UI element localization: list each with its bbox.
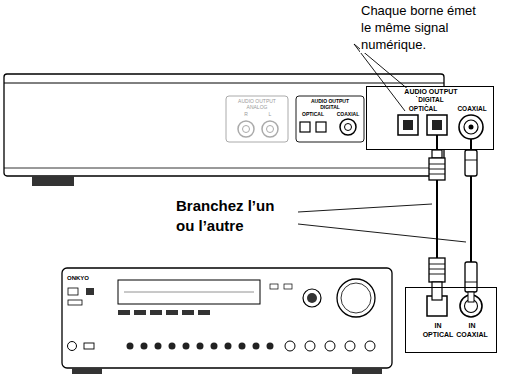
coaxial-plug-tip — [468, 292, 474, 302]
rca-jack-core — [267, 126, 274, 133]
panel-button — [225, 343, 232, 350]
plug-ridge — [429, 274, 445, 275]
zoom-ground — [366, 86, 494, 150]
callout-note: Chaque borne émet le même signal numériq… — [360, 2, 486, 53]
panel-button — [155, 343, 162, 350]
digital-panel — [296, 96, 364, 142]
panel-button — [284, 284, 292, 289]
small-knob — [303, 289, 321, 307]
front-jack — [68, 342, 77, 351]
panel-knob — [305, 341, 315, 351]
optical-jack-port — [432, 120, 442, 130]
instruction-label: Branchez l’un ou l’autre — [175, 196, 295, 236]
leader-line — [298, 224, 466, 242]
plug-ridge — [429, 164, 445, 165]
panel-button — [127, 343, 134, 350]
plug-ridge — [429, 269, 445, 270]
coaxial-jack-core — [469, 125, 474, 130]
coaxial-jack — [459, 115, 483, 139]
terminal-label: IN OPTICAL — [420, 322, 456, 339]
receiver-foot — [352, 368, 382, 374]
panel-label: DIGITAL — [319, 104, 341, 110]
optical-jack — [427, 115, 447, 135]
panel-knob — [325, 341, 335, 351]
panel-button — [134, 310, 146, 315]
player-foot — [32, 176, 74, 186]
input-zoom-box: IN OPTICALIN COAXIAL — [405, 287, 497, 353]
optical-jack-port — [403, 120, 413, 130]
optical-jack — [316, 122, 326, 132]
coaxial-jack-ring — [464, 120, 478, 134]
rca-jack-core — [243, 126, 250, 133]
receiver-body — [62, 268, 392, 368]
plug-ridge — [429, 169, 445, 170]
receiver-foot — [72, 368, 102, 374]
panel-button — [182, 310, 194, 315]
panel-button — [267, 343, 274, 350]
front-jack — [84, 343, 94, 349]
optical-plug-tip — [432, 282, 442, 300]
channel-label: R — [243, 111, 249, 117]
panel-button — [68, 288, 78, 295]
plug-ridge — [429, 174, 445, 175]
terminal-label: IN COAXIAL — [454, 322, 490, 339]
coaxial-jack-core — [345, 124, 352, 131]
panel-button — [239, 343, 246, 350]
cable-stub — [470, 139, 472, 150]
panel-button — [150, 310, 162, 315]
optical-jack — [300, 122, 310, 132]
leader-line — [354, 44, 405, 111]
terminal-zoom-box: AUDIO OUTPUTDIGITALOPTICALCOAXIAL — [366, 86, 494, 150]
player-bottom-edge — [4, 168, 444, 169]
optical-jack — [398, 115, 418, 135]
panel-button — [169, 343, 176, 350]
panel-button — [198, 310, 210, 315]
panel-knob — [285, 341, 295, 351]
player-top-edge — [4, 83, 444, 84]
panel-label: ANALOG — [246, 104, 269, 110]
terminal-label: OPTICAL — [301, 111, 325, 117]
plug-ridge — [429, 264, 445, 265]
panel-button — [197, 343, 204, 350]
volume-knob-ring — [341, 283, 371, 313]
volume-knob — [337, 279, 375, 317]
terminal-label: COAXIAL — [456, 105, 487, 113]
panel-button — [183, 343, 190, 350]
plug-ridge — [465, 282, 477, 283]
coaxial-plug — [465, 150, 477, 176]
display-line — [124, 292, 254, 293]
panel-button — [166, 310, 178, 315]
optical-plug-body — [429, 258, 445, 282]
panel-button — [253, 343, 260, 350]
coaxial-jack — [340, 119, 356, 135]
panel-button — [270, 284, 278, 289]
panel-knob — [345, 341, 355, 351]
brand-logo: ONKYO — [66, 275, 90, 282]
plug-ridge — [465, 160, 477, 161]
optical-plug-body — [429, 158, 445, 180]
terminal-label: COAXIAL — [336, 111, 361, 117]
panel-button — [86, 288, 94, 295]
cable-stub — [436, 135, 438, 150]
display-window — [118, 280, 260, 304]
panel-button — [141, 343, 148, 350]
panel-knob — [365, 341, 375, 351]
leader-line — [298, 204, 432, 212]
rca-jack — [238, 121, 254, 137]
panel-button — [211, 343, 218, 350]
channel-label: L — [268, 111, 273, 117]
optical-plug-tip — [432, 150, 442, 158]
panel-button — [68, 300, 82, 305]
terminal-label: OPTICAL — [408, 105, 439, 113]
panel-button — [118, 310, 130, 315]
analog-panel — [226, 96, 288, 142]
small-knob-center — [307, 293, 317, 303]
rca-jack — [262, 121, 278, 137]
panel-heading: DIGITAL — [417, 96, 445, 104]
